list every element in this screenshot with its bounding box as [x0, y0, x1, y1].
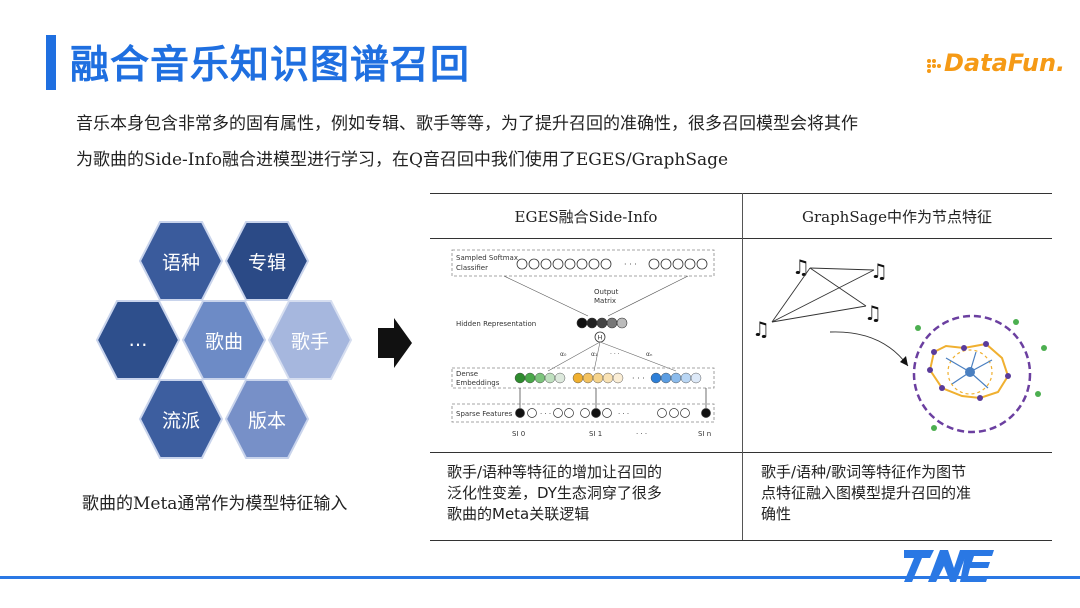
tme-logo	[904, 546, 994, 586]
col2-desc-line-3: 确性	[761, 504, 1046, 525]
hex-gequ: 歌曲	[181, 297, 267, 383]
intro-paragraph: 音乐本身包含非常多的固有属性，例如专辑、歌手等等，为了提升召回的准确性，很多召回…	[76, 106, 1036, 178]
alpha-dots: · · ·	[610, 351, 620, 358]
sparse-dots-1: · · ·	[540, 410, 551, 418]
hex-ellipsis: …	[95, 297, 181, 383]
datafun-logo: DataFun.	[925, 49, 1053, 83]
alpha-1-label: α₁	[591, 351, 598, 358]
col2-desc-line-1: 歌手/语种/歌词等特征作为图节	[761, 462, 1046, 483]
table-top-rule	[430, 193, 1052, 194]
si-1-label: SI 1	[589, 430, 602, 438]
col2-desc-line-2: 点特征融入图模型提升召回的准	[761, 483, 1046, 504]
sparse-dots-2: · · ·	[618, 410, 629, 418]
title-accent-bar	[46, 35, 56, 90]
softmax-dots: · · ·	[624, 260, 637, 269]
logo-dots-icon	[925, 55, 945, 75]
embeddings-label: Embeddings	[456, 379, 500, 387]
si-n-label: SI n	[698, 430, 711, 438]
col2-description: 歌手/语种/歌词等特征作为图节 点特征融入图模型提升召回的准 确性	[761, 462, 1046, 525]
intro-line-2: 为歌曲的Side-Info融合进模型进行学习，在Q音召回中我们使用了EGES/G…	[76, 142, 1036, 178]
hex-yuzhong-label: 语种	[138, 218, 224, 304]
table-column-divider	[742, 193, 743, 540]
col1-desc-line-3: 歌曲的Meta关联逻辑	[447, 504, 737, 525]
si-dots: · · ·	[636, 430, 647, 438]
hex-ellipsis-label: …	[95, 297, 181, 383]
output-label: Output	[594, 288, 619, 296]
hex-zhuanji-label: 专辑	[224, 218, 310, 304]
logo-text: DataFun.	[944, 49, 1065, 77]
col1-description: 歌手/语种等特征的增加让召回的 泛化性变差，DY生态洞穿了很多 歌曲的Meta关…	[447, 462, 737, 525]
music-note-icon-4: ♫	[864, 301, 882, 325]
hex-liupai: 流派	[138, 376, 224, 462]
music-note-icon-1: ♫	[792, 255, 810, 279]
hex-banben: 版本	[224, 376, 310, 462]
h-node-label: H	[598, 334, 603, 342]
col1-desc-line-2: 泛化性变差，DY生态洞穿了很多	[447, 483, 737, 504]
sparse-features-label: Sparse Features	[456, 410, 513, 418]
hex-geshou-label: 歌手	[267, 297, 353, 383]
hex-banben-label: 版本	[224, 376, 310, 462]
table-header-rule	[430, 238, 1052, 239]
alpha-n-label: αₙ	[646, 351, 653, 358]
alpha-0-label: α₀	[560, 351, 567, 358]
table-middle-rule	[430, 452, 1052, 453]
meta-hexagon-cluster: 语种 专辑 … 歌曲 歌手 流派 版本	[0, 0, 1, 1]
matrix-label: Matrix	[594, 297, 616, 305]
col1-desc-line-1: 歌手/语种等特征的增加让召回的	[447, 462, 737, 483]
si-0-label: SI 0	[512, 430, 525, 438]
hex-liupai-label: 流派	[138, 376, 224, 462]
sampled-softmax-label: Sampled Softmax	[456, 254, 518, 262]
page-title: 融合音乐知识图谱召回	[70, 34, 470, 90]
intro-line-1: 音乐本身包含非常多的固有属性，例如专辑、歌手等等，为了提升召回的准确性，很多召回…	[76, 106, 1036, 142]
right-arrow-icon	[378, 318, 412, 368]
music-note-icon-3: ♫	[752, 317, 770, 341]
hex-yuzhong: 语种	[138, 218, 224, 304]
classifier-label: Classifier	[456, 264, 488, 272]
dense-label: Dense	[456, 370, 478, 378]
graphsage-figure: ♫ ♫ ♫ ♫	[752, 250, 1052, 450]
col1-header: EGES融合Side-Info	[430, 206, 742, 227]
col2-header: GraphSage中作为节点特征	[742, 206, 1052, 227]
eges-architecture-figure: Sampled Softmax Classifier · · · Output …	[448, 246, 724, 446]
hex-gequ-label: 歌曲	[181, 297, 267, 383]
hex-geshou: 歌手	[267, 297, 353, 383]
embedding-dots: · · ·	[632, 374, 645, 383]
table-bottom-rule	[430, 540, 1052, 541]
hex-zhuanji: 专辑	[224, 218, 310, 304]
hidden-representation-label: Hidden Representation	[456, 320, 536, 328]
meta-caption: 歌曲的Meta通常作为模型特征输入	[82, 489, 347, 514]
